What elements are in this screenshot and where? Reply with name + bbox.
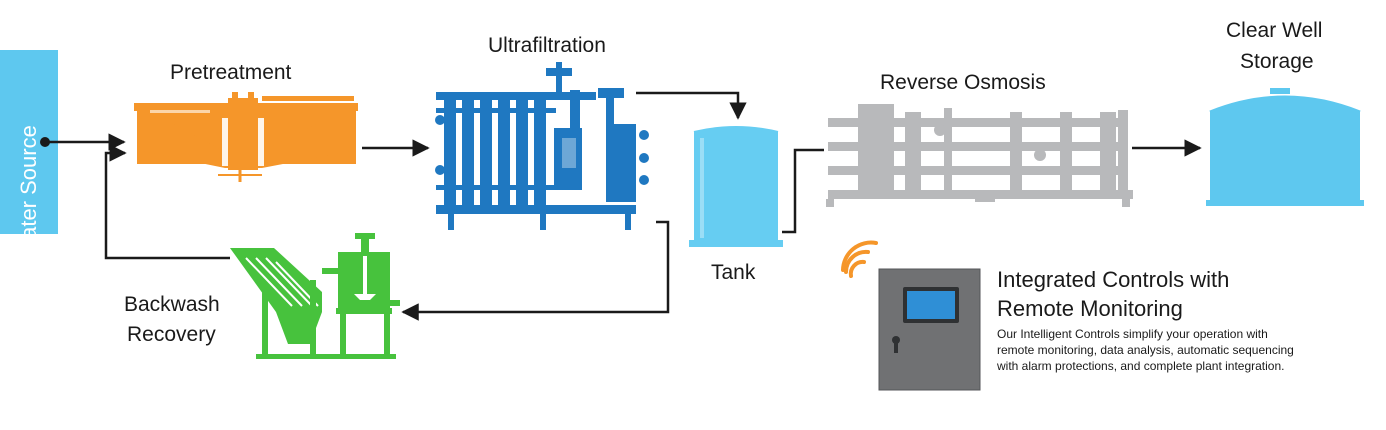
ultrafiltration-label: Ultrafiltration <box>488 34 606 57</box>
tank-label: Tank <box>711 261 756 284</box>
backwash-recovery-unit <box>230 233 400 359</box>
reverse-osmosis-label: Reverse Osmosis <box>880 71 1046 94</box>
ultrafiltration-skid <box>435 62 649 230</box>
control-panel-icon <box>878 268 981 391</box>
clear-well-label-line2: Storage <box>1240 50 1314 73</box>
controls-description: Our Intelligent Controls simplify your o… <box>997 327 1294 373</box>
controls-title-line1: Integrated Controls with <box>997 267 1230 292</box>
wifi-icon <box>841 240 878 278</box>
flow-lines <box>40 91 1202 321</box>
controls-title-line2: Remote Monitoring <box>997 296 1183 321</box>
arrow-backwash-to-pretreatment <box>104 144 230 260</box>
clear-well-storage-tank <box>1206 88 1364 206</box>
line-tank-to-ro <box>782 148 824 234</box>
arrow-uf-to-tank <box>636 91 747 120</box>
backwash-label-line2: Recovery <box>127 323 216 346</box>
clear-well-label-line1: Clear Well <box>1226 19 1323 42</box>
reverse-osmosis-skid <box>826 104 1133 207</box>
arrow-uf-to-backwash <box>401 220 670 321</box>
tank <box>689 126 783 247</box>
pretreatment-clarifier <box>134 92 358 182</box>
pretreatment-label: Pretreatment <box>170 61 292 84</box>
backwash-label-line1: Backwash <box>124 293 220 316</box>
